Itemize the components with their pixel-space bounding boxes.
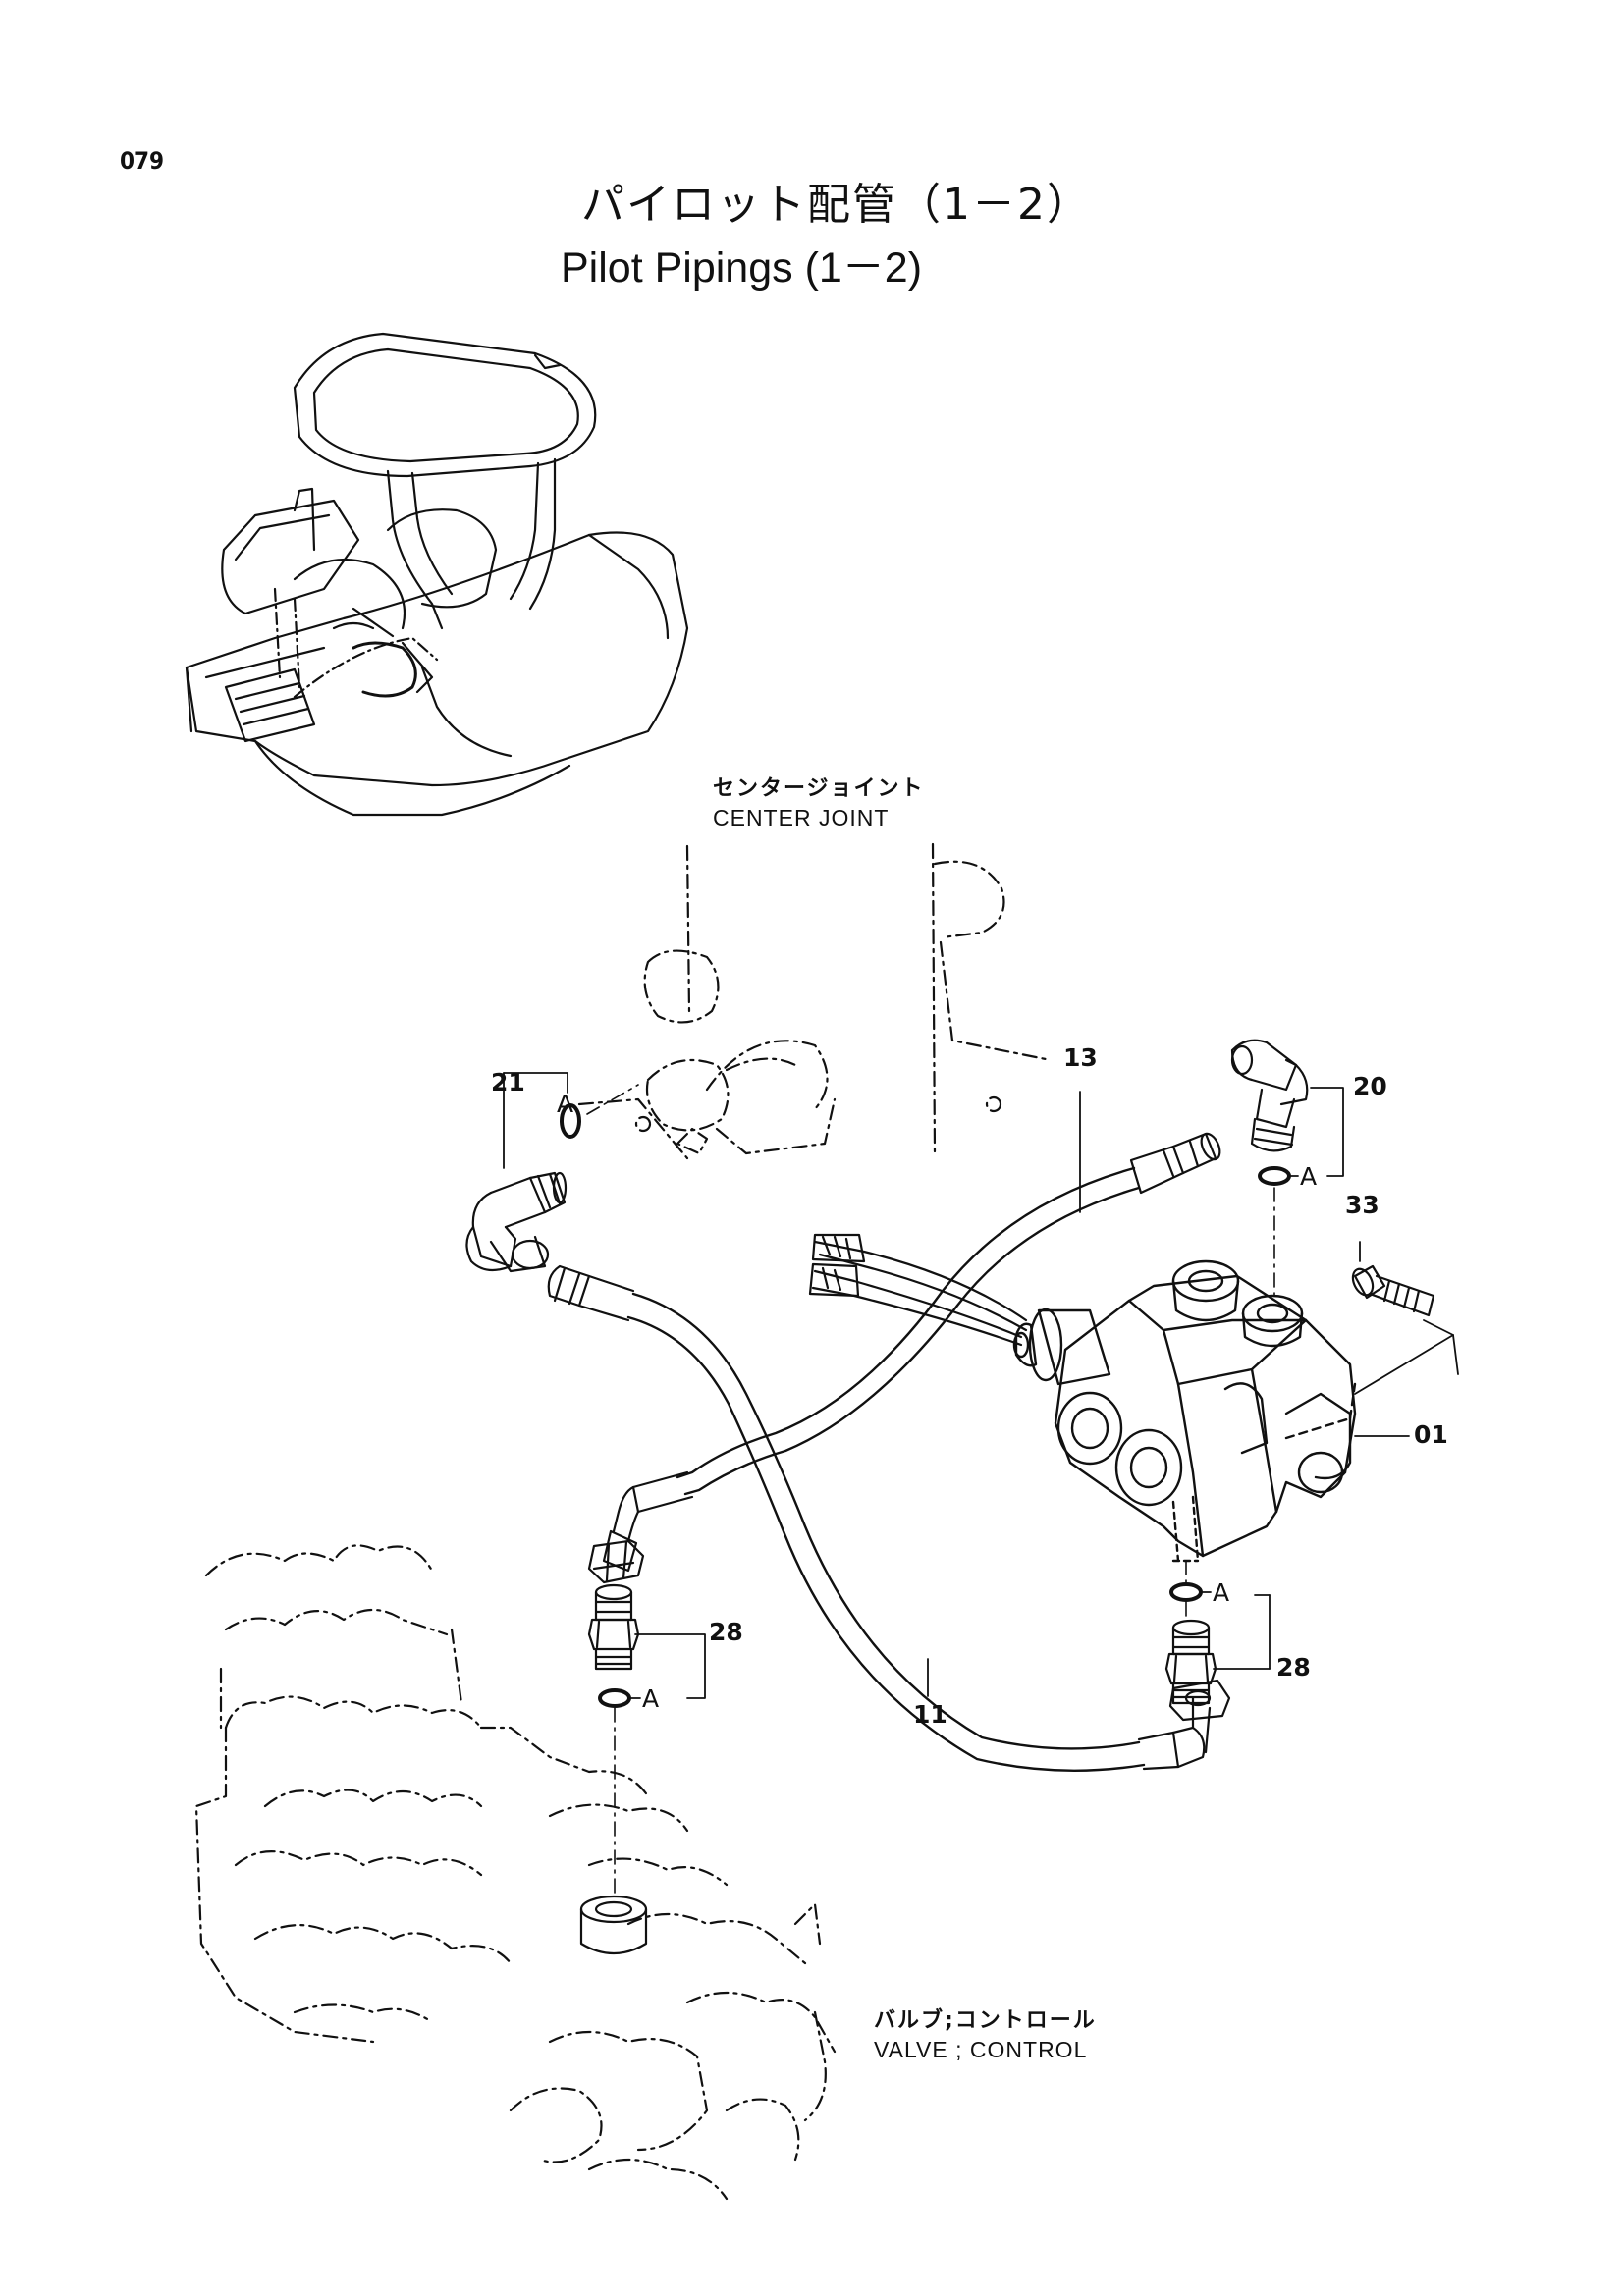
valve-port	[581, 1896, 646, 1953]
excavator-overview-illustration	[187, 334, 687, 815]
solenoid-wires	[810, 1235, 1026, 1345]
o-ring-callout-a-upper-left: A	[557, 1090, 574, 1118]
center-joint-label-jp: センタージョイント	[713, 776, 925, 801]
page-number: 079	[120, 147, 165, 175]
part-number-13: 13	[1063, 1043, 1098, 1072]
control-valve-label-en: VALVE ; CONTROL	[874, 2037, 1088, 2062]
elbow-fitting-21	[466, 1173, 566, 1271]
part-number-01: 01	[1414, 1420, 1448, 1449]
part-number-21: 21	[491, 1068, 525, 1096]
o-ring-callout-a-lower-left: A	[642, 1684, 660, 1713]
o-ring-upper-right	[1260, 1168, 1289, 1184]
pilot-valve-body	[1014, 1261, 1355, 1561]
title-english: Pilot Pipings (1－2)	[561, 244, 923, 292]
o-ring-lower-right	[1171, 1584, 1201, 1600]
part-number-28-right: 28	[1276, 1653, 1311, 1682]
part-number-11: 11	[913, 1700, 947, 1729]
part-number-33: 33	[1345, 1191, 1380, 1219]
adapter-fitting-28-right	[1166, 1621, 1216, 1703]
part-number-28-left: 28	[709, 1618, 743, 1646]
bolt-33	[1349, 1266, 1434, 1315]
o-ring-callout-a-lower-right: A	[1213, 1578, 1230, 1607]
title-japanese: パイロット配管（1－2）	[581, 180, 1092, 230]
o-ring-callout-a-upper-right: A	[1300, 1162, 1318, 1191]
part-number-20: 20	[1353, 1072, 1387, 1100]
center-joint-illustration	[579, 844, 1051, 1158]
adapter-fitting-28-left	[589, 1585, 638, 1669]
assembly-lines	[587, 1085, 1274, 1896]
leader-lines	[504, 1073, 1458, 1698]
o-ring-upper-left	[562, 1105, 579, 1137]
elbow-fitting-20	[1232, 1041, 1307, 1151]
control-valve-label-jp: バルブ;コントロール	[874, 2008, 1097, 2033]
o-rings	[562, 1105, 1289, 1706]
center-joint-label-en: CENTER JOINT	[713, 805, 890, 830]
o-ring-lower-left	[600, 1690, 629, 1706]
hose-13	[589, 1131, 1223, 1582]
control-valve-illustration	[196, 1545, 835, 2199]
